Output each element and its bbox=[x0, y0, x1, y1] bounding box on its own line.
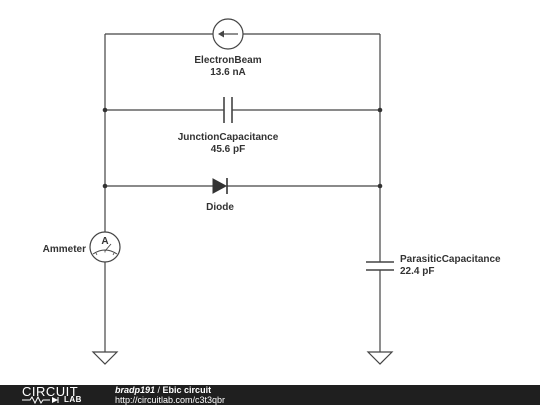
ammeter-icon[interactable] bbox=[89, 231, 121, 263]
footer-bar: CIRCUIT LAB bradp191 / Ebic circuit http… bbox=[0, 384, 540, 405]
footer-separator: / bbox=[155, 385, 163, 395]
logo-lab-text: LAB bbox=[64, 395, 82, 404]
electron-beam-label: ElectronBeam bbox=[194, 55, 261, 66]
junction-dot bbox=[102, 107, 108, 113]
circuit-title[interactable]: Ebic circuit bbox=[162, 385, 212, 395]
ammeter-symbol: A bbox=[101, 236, 108, 247]
parasitic-capacitor-icon[interactable] bbox=[366, 261, 394, 271]
electron-beam-value: 13.6 nA bbox=[210, 67, 246, 78]
circuitlab-logo[interactable]: CIRCUIT LAB bbox=[22, 384, 94, 405]
junction-dot bbox=[377, 107, 383, 113]
junction-dot bbox=[102, 183, 108, 189]
junction-dot bbox=[377, 183, 383, 189]
junction-capacitance-value: 45.6 pF bbox=[211, 144, 245, 155]
circuit-schematic: ElectronBeam 13.6 nA JunctionCapacitance… bbox=[43, 18, 501, 365]
footer-title-line: bradp191 / Ebic circuit bbox=[115, 385, 211, 395]
circuit-url[interactable]: http://circuitlab.com/c3t3qbr bbox=[115, 395, 226, 405]
author-link[interactable]: bradp191 bbox=[115, 385, 156, 395]
diode-icon[interactable] bbox=[212, 178, 228, 194]
junction-capacitance-label: JunctionCapacitance bbox=[178, 132, 279, 143]
ground-icon bbox=[366, 351, 394, 365]
capacitor-icon[interactable] bbox=[223, 97, 233, 123]
ammeter-label: Ammeter bbox=[43, 244, 86, 255]
diode-label: Diode bbox=[206, 202, 234, 213]
ground-icon bbox=[91, 351, 119, 365]
parasitic-capacitance-value: 22.4 pF bbox=[400, 266, 434, 277]
logo-circuit-icon bbox=[22, 396, 59, 404]
current-source-icon[interactable] bbox=[212, 18, 244, 50]
logo-circuit-text: CIRCUIT bbox=[22, 384, 79, 399]
parasitic-capacitance-label: ParasiticCapacitance bbox=[400, 254, 501, 265]
